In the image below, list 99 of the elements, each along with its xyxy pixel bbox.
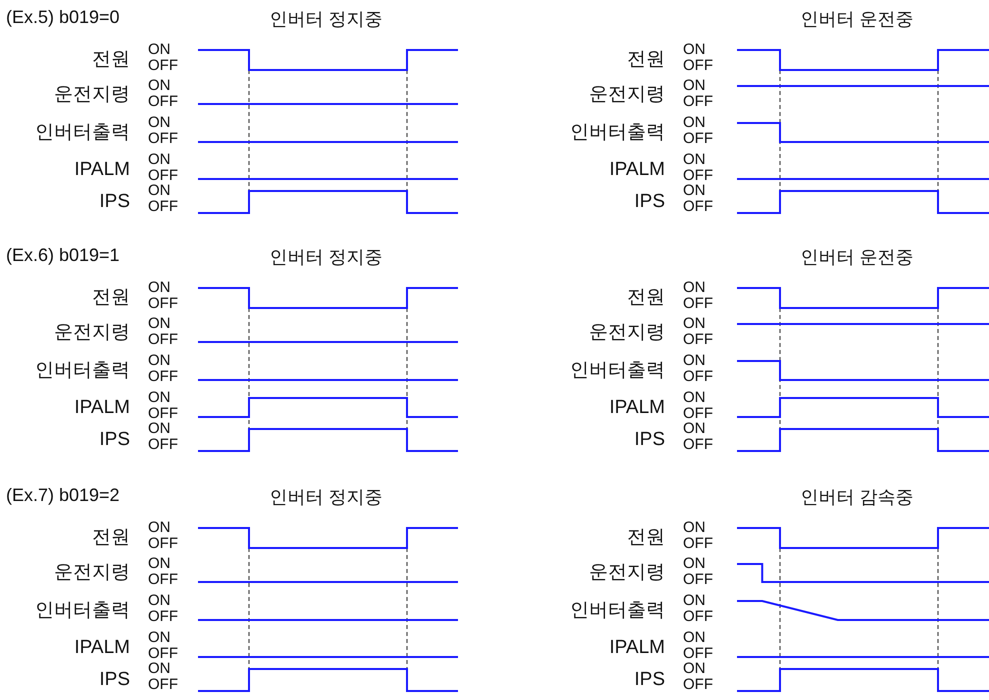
- state-label: OFF: [148, 131, 178, 146]
- state-label: ON: [683, 280, 706, 295]
- state-label: OFF: [148, 572, 178, 587]
- signal-name: IPS: [99, 670, 130, 689]
- state-label: ON: [148, 78, 170, 93]
- signal-name: IPS: [634, 670, 665, 689]
- state-label: OFF: [683, 369, 713, 384]
- example-heading: (Ex.7) b019=2: [6, 486, 120, 504]
- state-label: OFF: [148, 406, 178, 421]
- state-label: ON: [148, 316, 170, 331]
- panel-heading: 인버터 정지중: [270, 248, 382, 266]
- state-label: OFF: [683, 94, 713, 109]
- panel-heading: 인버터 감속중: [800, 488, 914, 506]
- state-label: OFF: [683, 437, 713, 452]
- state-label: ON: [683, 630, 706, 645]
- signal-name: IPALM: [609, 160, 665, 178]
- state-label: ON: [683, 183, 706, 198]
- state-label: ON: [148, 661, 170, 676]
- state-label: ON: [148, 630, 170, 645]
- state-label: ON: [148, 183, 170, 198]
- state-label: ON: [148, 556, 170, 571]
- state-label: OFF: [683, 572, 713, 587]
- signal-name: 운전지령: [589, 563, 665, 582]
- state-label: ON: [683, 42, 706, 57]
- state-label: ON: [683, 593, 706, 608]
- signal-name: 전원: [92, 528, 130, 547]
- state-label: OFF: [683, 168, 713, 183]
- state-label: ON: [148, 152, 170, 167]
- state-label: OFF: [683, 406, 713, 421]
- signal-name: 전원: [627, 288, 665, 307]
- signal-name: IPALM: [74, 638, 130, 656]
- state-label: OFF: [148, 437, 178, 452]
- signal-name: 인버터출력: [35, 122, 130, 142]
- state-label: OFF: [148, 609, 178, 624]
- state-label: ON: [148, 593, 170, 608]
- state-label: OFF: [683, 332, 713, 347]
- state-label: OFF: [148, 199, 178, 214]
- signal-name: 전원: [92, 288, 130, 307]
- signal-name: 운전지령: [54, 323, 130, 342]
- state-label: OFF: [148, 58, 178, 73]
- state-label: OFF: [683, 646, 713, 661]
- signal-name: IPS: [99, 192, 130, 211]
- signal-name: 인버터출력: [570, 600, 665, 620]
- state-label: OFF: [683, 536, 713, 551]
- state-label: OFF: [683, 131, 713, 146]
- state-label: ON: [683, 520, 706, 535]
- state-label: ON: [683, 115, 706, 130]
- signal-name: 인버터출력: [35, 600, 130, 620]
- signal-name: IPALM: [74, 160, 130, 178]
- state-label: OFF: [683, 199, 713, 214]
- signal-name: 인버터출력: [35, 360, 130, 380]
- panel-heading: 인버터 운전중: [800, 10, 914, 28]
- state-label: ON: [683, 316, 706, 331]
- signal-name: 운전지령: [589, 323, 665, 342]
- state-label: ON: [683, 421, 706, 436]
- state-label: ON: [148, 115, 170, 130]
- state-label: ON: [683, 78, 706, 93]
- state-label: ON: [148, 520, 170, 535]
- state-label: ON: [148, 421, 170, 436]
- signal-name: 운전지령: [589, 85, 665, 104]
- signal-name: IPALM: [609, 398, 665, 416]
- state-label: OFF: [683, 677, 713, 692]
- signal-name: 인버터출력: [570, 122, 665, 142]
- signal-name: IPS: [634, 430, 665, 449]
- signal-name: IPALM: [609, 638, 665, 656]
- signal-name: 전원: [92, 50, 130, 69]
- state-label: OFF: [148, 94, 178, 109]
- state-label: ON: [683, 152, 706, 167]
- state-label: ON: [683, 353, 706, 368]
- state-label: OFF: [148, 296, 178, 311]
- signal-name: IPS: [634, 192, 665, 211]
- panel-heading: 인버터 정지중: [270, 488, 382, 506]
- state-label: OFF: [148, 369, 178, 384]
- state-label: ON: [148, 353, 170, 368]
- panel-heading: 인버터 정지중: [270, 10, 382, 28]
- example-heading: (Ex.5) b019=0: [6, 8, 120, 26]
- signal-name: 전원: [627, 50, 665, 69]
- signal-name: 전원: [627, 528, 665, 547]
- signal-name: 운전지령: [54, 563, 130, 582]
- state-label: OFF: [683, 58, 713, 73]
- panel-heading: 인버터 운전중: [800, 248, 914, 266]
- state-label: OFF: [148, 168, 178, 183]
- state-label: OFF: [148, 332, 178, 347]
- state-label: ON: [683, 390, 706, 405]
- signal-name: IPALM: [74, 398, 130, 416]
- state-label: ON: [683, 661, 706, 676]
- state-label: OFF: [148, 646, 178, 661]
- state-label: ON: [148, 42, 170, 57]
- signal-name: IPS: [99, 430, 130, 449]
- state-label: OFF: [683, 609, 713, 624]
- state-label: OFF: [148, 536, 178, 551]
- signal-name: 운전지령: [54, 85, 130, 104]
- signal-name: 인버터출력: [570, 360, 665, 380]
- example-heading: (Ex.6) b019=1: [6, 246, 120, 264]
- state-label: OFF: [148, 677, 178, 692]
- state-label: ON: [148, 390, 170, 405]
- state-label: ON: [148, 280, 170, 295]
- state-label: ON: [683, 556, 706, 571]
- state-label: OFF: [683, 296, 713, 311]
